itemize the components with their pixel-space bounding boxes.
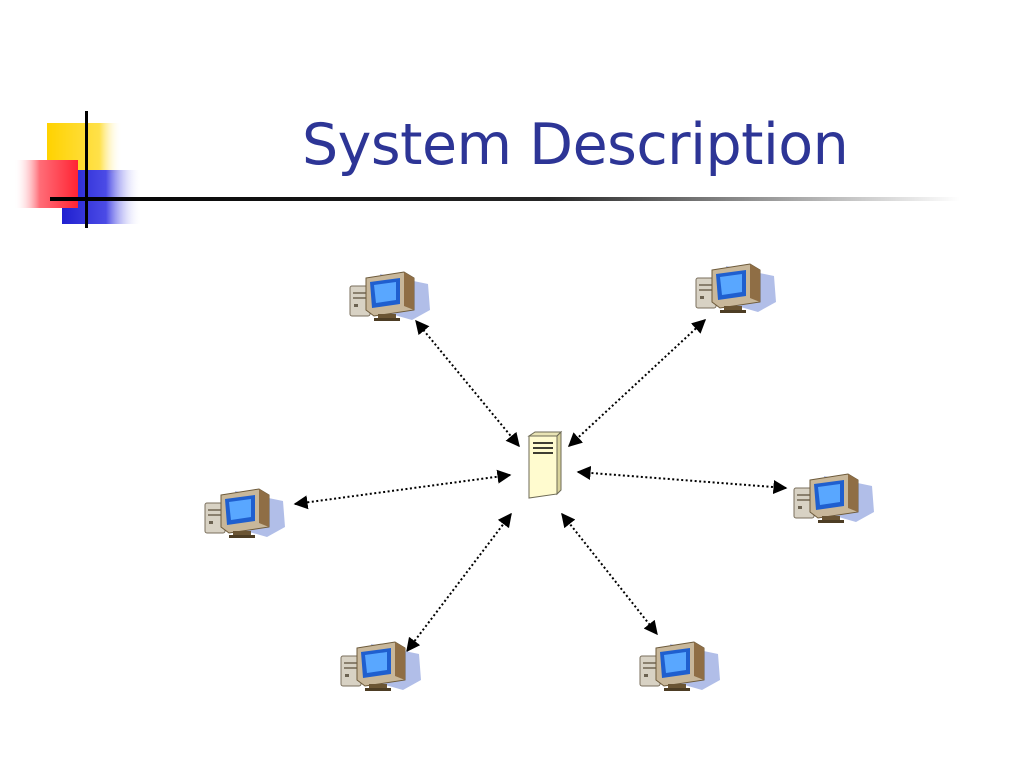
- desktop-computer-icon: [349, 271, 431, 322]
- desktop-computer-icon: [793, 473, 875, 524]
- link-hub-bottom-left: [406, 512, 512, 653]
- title-decoration: [14, 111, 960, 228]
- deco-vertical-rule: [85, 111, 88, 228]
- link-hub-top-right: [567, 319, 707, 447]
- desktop-computer-icon: [204, 488, 286, 539]
- link-hub-top-left: [415, 319, 520, 448]
- slide-title: System Description: [302, 112, 849, 178]
- server-tower-icon: [528, 431, 562, 499]
- desktop-computer-icon: [695, 263, 777, 314]
- desktop-computer-icon: [639, 641, 721, 692]
- link-hub-left: [293, 469, 512, 510]
- link-hub-bottom-right: [561, 512, 658, 636]
- title-rule: [50, 197, 960, 201]
- link-hub-right: [576, 465, 788, 495]
- desktop-computer-icon: [340, 641, 422, 692]
